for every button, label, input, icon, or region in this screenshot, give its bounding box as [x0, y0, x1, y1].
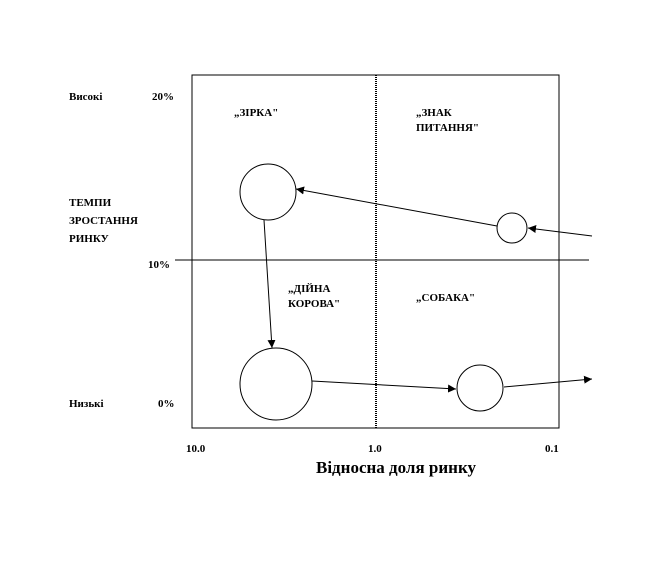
arrow-cow-to-dog — [311, 380, 457, 393]
y-tick-top: 20% — [152, 91, 174, 103]
arrow-into-question — [527, 225, 593, 237]
x-tick-left: 10.0 — [186, 443, 206, 455]
quadrant-question-line: ПИТАННЯ" — [416, 122, 480, 134]
question-circle — [496, 212, 528, 244]
quadrant-cow-line: „ДІЙНА — [288, 283, 331, 295]
y-high-label: Високі — [69, 91, 103, 103]
star-circle — [239, 163, 297, 221]
y-axis-title-line: ТЕМПИ — [69, 197, 112, 209]
x-tick-right: 0.1 — [545, 443, 559, 455]
cow-circle — [239, 347, 313, 421]
y-tick-bottom: 0% — [158, 398, 175, 410]
x-tick-mid: 1.0 — [368, 443, 382, 455]
y-axis-title: ТЕМПИ ЗРОСТАННЯ РИНКУ — [69, 196, 138, 247]
y-axis-title-line: ЗРОСТАННЯ — [69, 215, 138, 227]
arrow-question-to-star — [295, 186, 498, 227]
quadrant-dog-label: „СОБАКА" — [416, 292, 476, 304]
quadrant-cow-line: КОРОВА" — [288, 298, 341, 310]
quadrant-question-label: „ЗНАК ПИТАННЯ" — [416, 106, 479, 136]
quadrant-cow-label: „ДІЙНА КОРОВА" — [288, 282, 340, 312]
x-axis-title: Відносна доля ринку — [316, 458, 477, 477]
y-tick-mid: 10% — [148, 259, 170, 271]
y-axis-title-line: РИНКУ — [69, 233, 109, 245]
y-low-label: Низькі — [69, 398, 104, 410]
quadrant-star-label: „ЗІРКА" — [234, 107, 279, 119]
quadrant-question-line: „ЗНАК — [416, 107, 452, 119]
dog-circle — [456, 364, 504, 412]
arrow-star-to-cow — [263, 219, 276, 349]
arrow-dog-out — [503, 375, 593, 388]
